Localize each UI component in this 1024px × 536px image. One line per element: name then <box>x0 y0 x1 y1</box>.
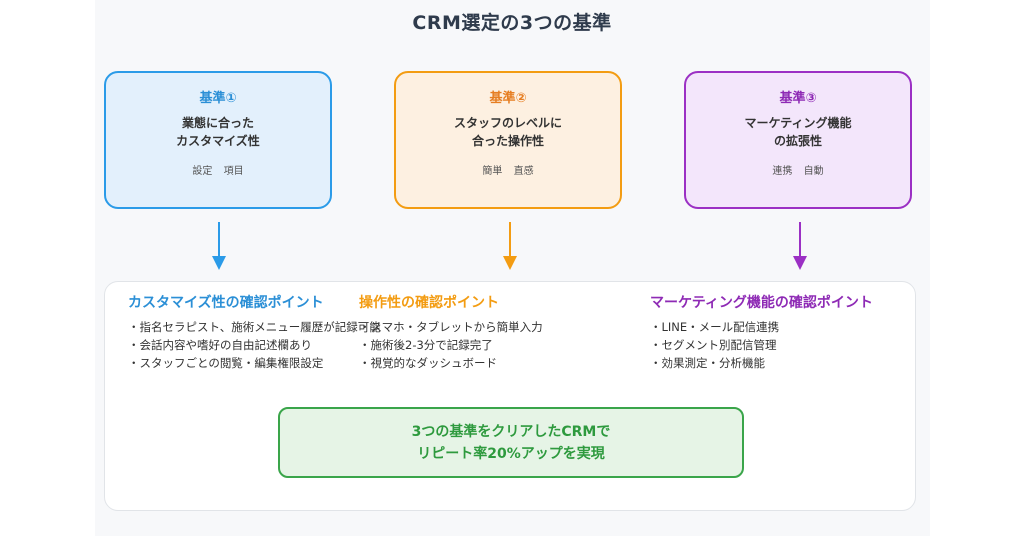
criterion-description: 業態に合った カスタマイズ性 <box>176 116 260 148</box>
criterion-card-3: 基準③ マーケティング機能 の拡張性 連携 自動 <box>684 71 912 209</box>
criterion-title: 基準① <box>199 91 237 106</box>
marketing-check-points: マーケティング機能の確認ポイント LINE・メール配信連携 セグメント別配信管理… <box>650 292 873 372</box>
criterion-tag: 簡単 <box>482 162 502 177</box>
arrow-down-icon <box>503 222 517 270</box>
arrow-down-icon <box>212 222 226 270</box>
check-points-heading: 操作性の確認ポイント <box>359 295 499 311</box>
criterion-tags: 連携 自動 <box>686 162 910 177</box>
check-point-item: 視覚的なダッシュボード <box>359 354 543 372</box>
criterion-description: スタッフのレベルに 合った操作性 <box>453 116 562 148</box>
criterion-tag: 連携 <box>772 162 792 177</box>
check-point-item: セグメント別配信管理 <box>650 336 873 354</box>
criterion-card-1: 基準① 業態に合った カスタマイズ性 設定 項目 <box>104 71 332 209</box>
diagram-title: CRM選定の3つの基準 <box>412 12 612 34</box>
usability-check-points: 操作性の確認ポイント スマホ・タブレットから簡単入力 施術後2-3分で記録完了 … <box>359 292 543 372</box>
check-points-heading: カスタマイズ性の確認ポイント <box>128 295 324 311</box>
check-point-item: 指名セラピスト、施術メニュー履歴が記録可能 <box>128 318 381 336</box>
check-point-item: スタッフごとの閲覧・編集権限設定 <box>128 354 381 372</box>
result-line-2: リピート率20%アップを実現 <box>417 446 605 462</box>
criterion-tags: 簡単 直感 <box>396 162 620 177</box>
check-point-item: スマホ・タブレットから簡単入力 <box>359 318 543 336</box>
customization-check-points: カスタマイズ性の確認ポイント 指名セラピスト、施術メニュー履歴が記録可能 会話内… <box>128 292 381 372</box>
criterion-tags: 設定 項目 <box>106 162 330 177</box>
check-point-item: 効果測定・分析機能 <box>650 354 873 372</box>
check-point-item: 施術後2-3分で記録完了 <box>359 336 543 354</box>
result-box: 3つの基準をクリアしたCRMで リピート率20%アップを実現 <box>278 407 744 478</box>
criterion-tag: 直感 <box>514 162 534 177</box>
check-points-heading: マーケティング機能の確認ポイント <box>650 295 873 311</box>
check-point-item: LINE・メール配信連携 <box>650 318 873 336</box>
criterion-tag: 項目 <box>224 162 244 177</box>
criterion-tag: 設定 <box>192 162 212 177</box>
result-line-1: 3つの基準をクリアしたCRMで <box>411 424 611 440</box>
criterion-title: 基準③ <box>779 91 817 106</box>
criterion-description: マーケティング機能 の拡張性 <box>744 116 852 148</box>
criterion-card-2: 基準② スタッフのレベルに 合った操作性 簡単 直感 <box>394 71 622 209</box>
arrow-down-icon <box>793 222 807 270</box>
criterion-title: 基準② <box>489 91 527 106</box>
check-point-item: 会話内容や嗜好の自由記述欄あり <box>128 336 381 354</box>
criterion-tag: 自動 <box>804 162 824 177</box>
